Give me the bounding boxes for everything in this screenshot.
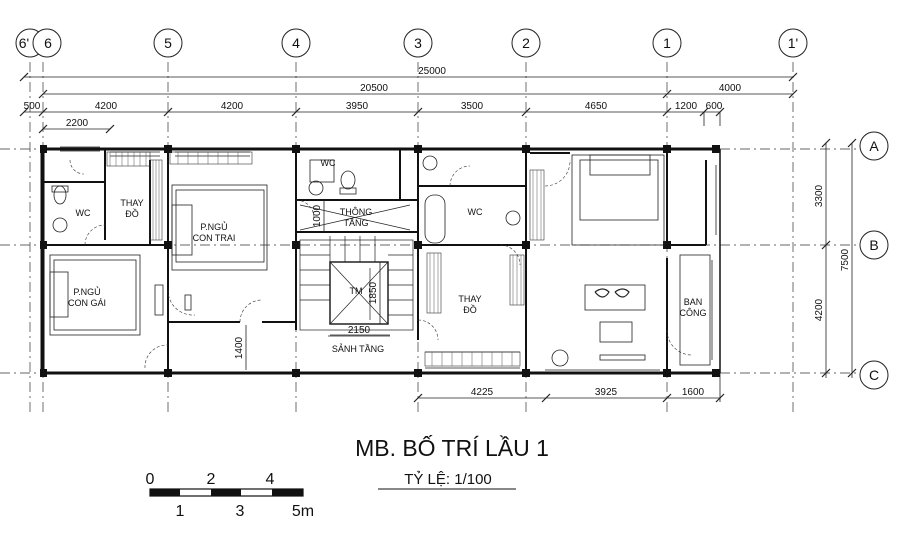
staircase xyxy=(299,204,414,336)
room-thong-tang-1: THÔNG xyxy=(340,207,373,217)
grid-label-B: B xyxy=(869,237,878,253)
drawing-title: MB. BỐ TRÍ LẦU 1 xyxy=(355,434,549,461)
dimension-texts-bottom: 4225 3925 1600 xyxy=(471,387,705,398)
room-wc-left: WC xyxy=(76,208,91,218)
grid-label-A: A xyxy=(869,138,879,154)
room-wc-mid: WC xyxy=(321,158,336,168)
wardrobes xyxy=(106,151,545,367)
grid-label-6prime: 6' xyxy=(19,35,29,51)
dim-seg-3: 4200 xyxy=(221,101,244,112)
dim-seg-4: 3950 xyxy=(346,101,369,112)
grid-labels-right: A B C xyxy=(869,138,879,383)
dim-seg-8: 600 xyxy=(706,101,723,112)
room-pn-con-gai-1: P.NGỦ xyxy=(73,286,100,297)
title-block: MB. BỐ TRÍ LẦU 1 TỶ LỆ: 1/100 xyxy=(355,434,549,490)
grid-label-1prime: 1' xyxy=(788,35,798,51)
interior-walls xyxy=(43,149,707,373)
dim-bottom-2: 3925 xyxy=(595,387,618,398)
dim-overall: 25000 xyxy=(418,66,446,77)
scale-label-2: 2 xyxy=(207,471,216,488)
windows xyxy=(60,146,717,371)
room-labels: WC THAY ĐỒ P.NGỦ CON TRAI P.NGỦ CON GÁI … xyxy=(68,158,707,354)
dim-v-1: 3300 xyxy=(814,184,825,207)
room-wc-right: WC xyxy=(468,207,483,217)
doors xyxy=(69,159,693,369)
dim-corridor: 1400 xyxy=(234,336,245,359)
grid-lines-vertical xyxy=(29,62,794,416)
bedroom-furniture xyxy=(154,254,711,367)
scale-label-0: 0 xyxy=(146,471,155,488)
grid-label-6: 6 xyxy=(44,35,52,51)
scale-label-3: 3 xyxy=(236,503,245,520)
dim-right-ext: 4000 xyxy=(719,83,742,94)
exterior-walls xyxy=(40,146,721,376)
scale-label-1: 1 xyxy=(176,503,185,520)
room-pn-con-trai-2: CON TRAI xyxy=(193,233,236,243)
room-thong-tang-2: TẦNG xyxy=(343,218,368,228)
grid-bubbles-top xyxy=(15,28,808,58)
grid-label-4: 4 xyxy=(292,35,300,51)
dim-seg-7: 1200 xyxy=(675,101,698,112)
dim-seg-2: 4200 xyxy=(95,101,118,112)
interior-dimensions: 2150 1850 1400 1000 xyxy=(234,200,390,370)
scale-bar: 0 2 4 1 3 5m xyxy=(146,471,315,520)
wardrobe-hatch xyxy=(109,152,542,366)
dimension-lines-bottom xyxy=(413,373,725,403)
scale-label-4: 4 xyxy=(266,471,275,488)
dim-bottom-3: 1600 xyxy=(682,387,705,398)
grid-label-1: 1 xyxy=(663,35,671,51)
room-pn-con-trai-1: P.NGỦ xyxy=(200,221,227,232)
room-ban-cong-1: BAN xyxy=(684,297,703,307)
dimension-texts-right: 3300 4200 7500 xyxy=(814,184,851,321)
dim-bottom-1: 4225 xyxy=(471,387,494,398)
sanitary-fixtures xyxy=(51,155,521,244)
grid-label-C: C xyxy=(869,367,879,383)
dim-seg-5: 3500 xyxy=(461,101,484,112)
dim-sub-left: 2200 xyxy=(66,118,89,129)
scale-label-5m: 5m xyxy=(292,503,314,520)
dimension-texts-top: 25000 20500 4000 500 4200 4200 3950 3500… xyxy=(24,66,742,129)
grid-label-5: 5 xyxy=(164,35,172,51)
grid-bubbles-right xyxy=(859,131,889,390)
room-sanh-tang: SẢNH TẦNG xyxy=(332,343,384,354)
drawing-scale: TỶ LỆ: 1/100 xyxy=(404,471,492,488)
grid-labels-top: 6' 6 5 4 3 2 1 1' xyxy=(19,35,798,51)
dim-stair-depth: 1850 xyxy=(368,281,379,304)
room-thang-may: TM xyxy=(350,286,363,296)
grid-label-3: 3 xyxy=(414,35,422,51)
room-thay-do-left-2: ĐỒ xyxy=(125,208,139,219)
dimension-lines-right xyxy=(821,138,857,378)
room-pn-con-gai-2: CON GÁI xyxy=(68,298,106,308)
beds xyxy=(49,154,665,336)
room-thay-do-right-2: ĐỒ xyxy=(463,304,477,315)
dim-main: 20500 xyxy=(360,83,388,94)
room-ban-cong-2: CÔNG xyxy=(680,308,707,318)
dim-v-2: 4200 xyxy=(814,298,825,321)
dim-stair-width: 2150 xyxy=(348,325,371,336)
room-thay-do-left-1: THAY xyxy=(120,198,143,208)
room-thay-do-right-1: THAY xyxy=(458,294,481,304)
dimension-lines-top xyxy=(19,72,798,134)
grid-label-2: 2 xyxy=(522,35,530,51)
dim-void-height: 1000 xyxy=(312,204,323,227)
dim-v-total: 7500 xyxy=(840,248,851,271)
dim-seg-1: 500 xyxy=(24,101,41,112)
dim-seg-6: 4650 xyxy=(585,101,608,112)
